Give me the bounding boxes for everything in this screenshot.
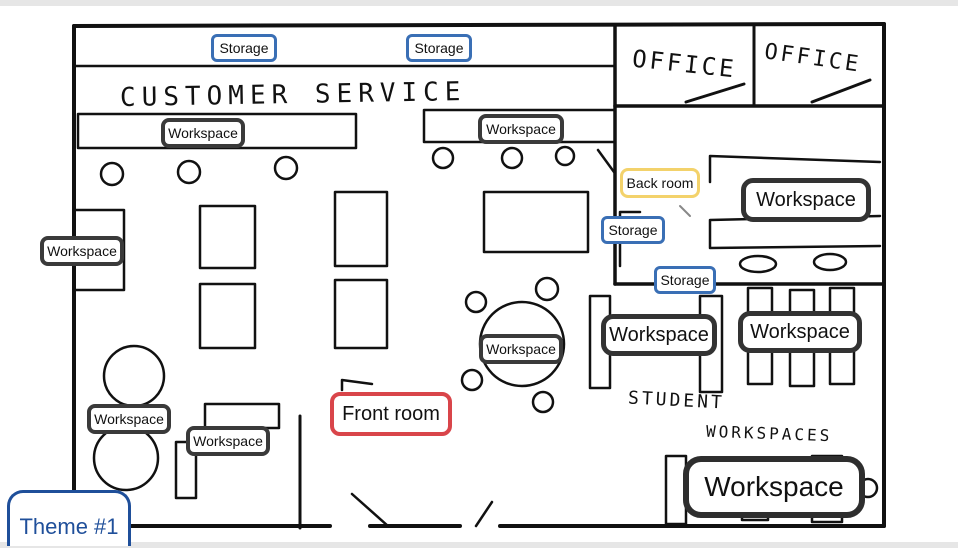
table: [198, 204, 257, 270]
back-desk: [708, 154, 882, 184]
table: [198, 282, 257, 350]
workspace-label: Workspace: [601, 314, 717, 356]
storage-label: Storage: [601, 216, 665, 244]
chair: [99, 161, 125, 187]
customer-service-heading: CUSTOMER SERVICE: [119, 76, 467, 114]
entrance-doors: [350, 492, 494, 528]
back-room-label: Back room: [620, 168, 700, 198]
floorplan-canvas: CUSTOMER SERVICE OFFICE OFFICE STUDENT W…: [0, 6, 958, 542]
workspace-label: Workspace: [738, 311, 862, 353]
chair: [500, 146, 524, 170]
workspace-label: Workspace: [479, 334, 563, 364]
workspace-label: Workspace: [161, 118, 245, 148]
round-table: [102, 344, 166, 408]
counter-left: [76, 112, 358, 150]
chair: [176, 159, 202, 185]
front-room-label: Front room: [330, 392, 452, 436]
back-stool: [812, 252, 848, 272]
table: [482, 190, 590, 254]
back-stool: [738, 254, 778, 274]
storage-label: Storage: [406, 34, 472, 62]
table: [333, 278, 389, 350]
chair: [464, 290, 488, 314]
workspace-label: Workspace: [478, 114, 564, 144]
chair: [534, 276, 560, 302]
chair: [273, 155, 299, 181]
workspace-label: Workspace: [186, 426, 270, 456]
workspace-label: Workspace: [741, 178, 871, 222]
chair: [554, 145, 576, 167]
door-swing: [596, 148, 616, 174]
workspace-label: Workspace: [683, 456, 865, 518]
theme-tab[interactable]: Theme #1: [7, 490, 131, 546]
chair: [431, 146, 455, 170]
workspace-label: Workspace: [87, 404, 171, 434]
chair: [531, 390, 555, 414]
storage-label: Storage: [654, 266, 716, 294]
theme-tab-label: Theme #1: [19, 514, 119, 539]
workspace-label: Workspace: [40, 236, 124, 266]
floorplan-sketch: [72, 22, 886, 530]
storage-label: Storage: [211, 34, 277, 62]
office-doors: [684, 78, 872, 104]
wall-top: [72, 22, 886, 28]
desk: [203, 402, 281, 430]
table: [333, 190, 389, 268]
chair: [460, 368, 484, 392]
front-mark: [340, 378, 374, 392]
round-table: [92, 424, 160, 492]
